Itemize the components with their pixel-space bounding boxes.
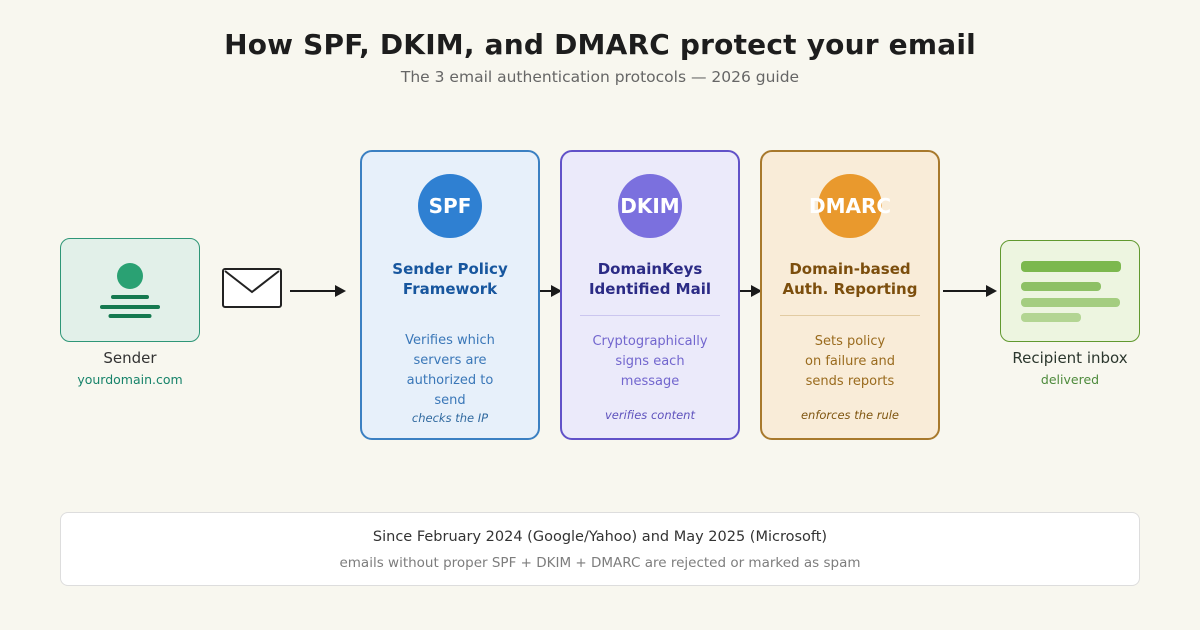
- person-icon-line: [100, 305, 160, 309]
- dkim-badge: DKIM: [618, 174, 682, 238]
- inbox-message-bar: [1021, 313, 1081, 322]
- inbox-message-bar: [1021, 282, 1101, 291]
- inbox-message-bar: [1021, 261, 1121, 272]
- recipient-status: delivered: [1040, 372, 1100, 387]
- page-subtitle: The 3 email authentication protocols — 2…: [400, 68, 800, 86]
- compliance-note: Since February 2024 (Google/Yahoo) and M…: [60, 512, 1140, 586]
- flow-arrow: [290, 284, 346, 298]
- note-heading: Since February 2024 (Google/Yahoo) and M…: [372, 529, 828, 545]
- arrow-head-icon: [751, 285, 762, 297]
- protocol-card-dkim: DKIM DomainKeys Identified Mail Cryptogr…: [560, 150, 740, 440]
- protocol-card-spf: SPF Sender Policy Framework Verifies whi…: [360, 150, 540, 440]
- inbox-message-bar: [1021, 298, 1120, 307]
- sender-domain: yourdomain.com: [77, 372, 183, 387]
- sender-node: [60, 238, 200, 342]
- card-footnote: checks the IP: [411, 411, 489, 426]
- card-description: Verifies which servers are authorized to…: [405, 332, 495, 409]
- arrow-head-icon: [335, 285, 346, 297]
- page-title: How SPF, DKIM, and DMARC protect your em…: [224, 28, 976, 61]
- arrow-head-icon: [551, 285, 562, 297]
- envelope-icon: [222, 268, 282, 308]
- flow-arrow: [738, 284, 762, 298]
- card-title: DomainKeys Identified Mail: [588, 260, 712, 298]
- card-title: Sender Policy Framework: [392, 260, 508, 298]
- arrow-head-icon: [986, 285, 997, 297]
- protocol-card-dmarc: DMARC Domain-based Auth. Reporting Sets …: [760, 150, 940, 440]
- flow-arrow: [943, 284, 997, 298]
- sender-label: Sender: [103, 349, 157, 367]
- person-icon: [117, 263, 143, 289]
- divider: [780, 314, 920, 316]
- card-description: Cryptographically signs each message: [592, 333, 708, 389]
- card-title: Domain-based Auth. Reporting: [782, 260, 918, 298]
- dmarc-badge: DMARC: [809, 174, 891, 238]
- person-icon-line: [108, 314, 152, 318]
- card-footnote: enforces the rule: [800, 408, 900, 422]
- note-detail: emails without proper SPF + DKIM + DMARC…: [339, 555, 861, 571]
- flow-arrow: [538, 284, 562, 298]
- divider: [580, 314, 720, 316]
- person-icon-line: [111, 295, 149, 299]
- card-description: Sets policy on failure and sends reports: [805, 333, 895, 389]
- recipient-inbox-node: [1000, 240, 1140, 342]
- card-footnote: verifies content: [605, 408, 695, 422]
- recipient-label: Recipient inbox: [1012, 349, 1128, 367]
- spf-badge: SPF: [418, 174, 482, 238]
